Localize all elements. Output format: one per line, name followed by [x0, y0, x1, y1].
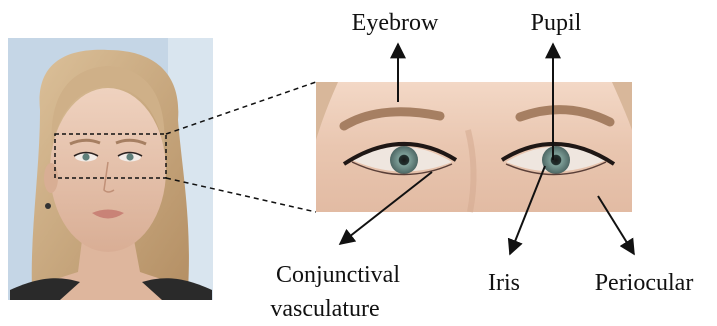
label-conjunctival-line2: vasculature: [270, 296, 379, 322]
label-conjunctival-line1: Conjunctival: [276, 262, 400, 288]
label-pupil: Pupil: [531, 10, 582, 36]
face-iris-left: [82, 153, 89, 160]
eye-region-zoom: [316, 82, 632, 212]
label-iris: Iris: [488, 270, 520, 296]
zoom-iris-left: [390, 146, 418, 174]
face-iris-right: [126, 153, 133, 160]
face-photo: [8, 38, 213, 300]
ear-left: [44, 163, 58, 193]
face: [50, 88, 166, 252]
label-eyebrow: Eyebrow: [352, 10, 439, 36]
label-periocular: Periocular: [595, 270, 694, 296]
earring: [45, 203, 51, 209]
zoom-iris-right: [542, 146, 570, 174]
